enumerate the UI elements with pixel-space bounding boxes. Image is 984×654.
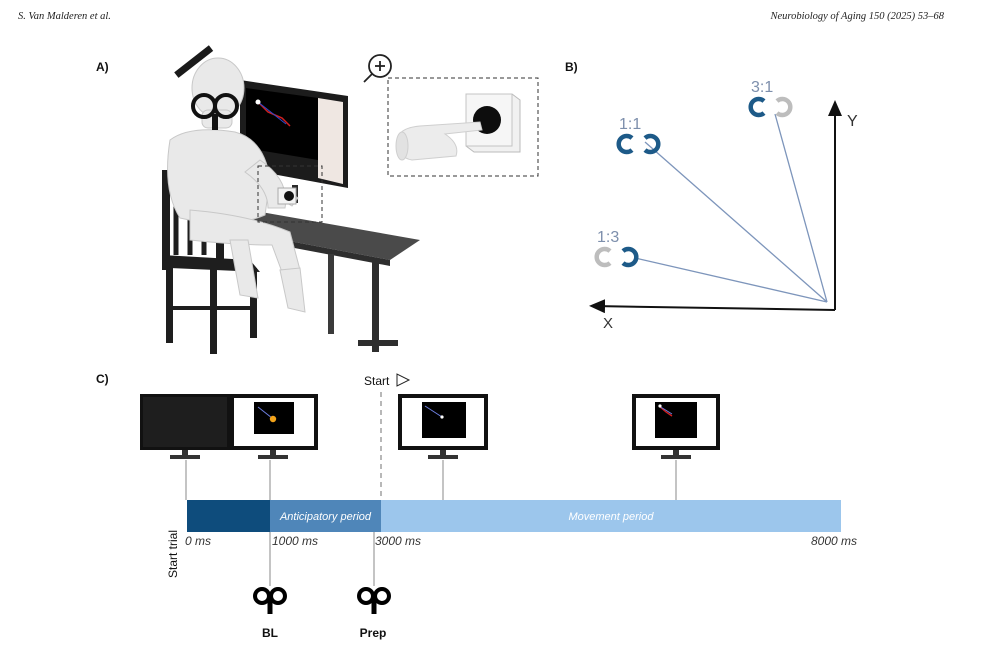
monitor bbox=[240, 80, 348, 203]
button-box bbox=[277, 187, 297, 205]
play-icon bbox=[396, 373, 411, 387]
monitor-movement-late bbox=[632, 394, 720, 459]
coil-icon-prep bbox=[357, 587, 391, 614]
monitor-movement-early bbox=[398, 394, 488, 459]
panel-label-c: C) bbox=[96, 372, 109, 386]
target-line-1-1 bbox=[644, 141, 828, 303]
y-axis-label: Y bbox=[847, 113, 858, 130]
ratio-icon-1-1 bbox=[616, 133, 661, 155]
marker-label-prep: Prep bbox=[360, 626, 387, 640]
tick-label-0: 0 ms bbox=[185, 534, 211, 548]
tms-coil bbox=[174, 45, 239, 130]
ratio-diagram: Y X 3:1 1:1 1:3 bbox=[589, 79, 858, 332]
x-axis-label: X bbox=[603, 315, 613, 332]
monitor-blank bbox=[140, 394, 230, 459]
target-line-3-1 bbox=[774, 113, 828, 303]
ratio-icon-1-3 bbox=[594, 246, 639, 268]
setup-illustration bbox=[162, 45, 539, 354]
segment-label-anticipatory: Anticipatory period bbox=[279, 511, 372, 523]
zoom-region bbox=[257, 165, 323, 223]
coil-icon-bl bbox=[253, 587, 287, 614]
start-label: Start bbox=[364, 374, 390, 388]
start-trial-label: Start trial bbox=[166, 530, 180, 578]
magnifier-icon bbox=[363, 54, 392, 83]
panel-label-a: A) bbox=[96, 60, 109, 74]
tick-label-8000: 8000 ms bbox=[811, 534, 857, 548]
ratio-label-1-1: 1:1 bbox=[619, 116, 641, 133]
running-header-author: S. Van Malderen et al. bbox=[18, 11, 111, 22]
ratio-label-3-1: 3:1 bbox=[751, 79, 773, 96]
tick-label-3000: 3000 ms bbox=[375, 534, 421, 548]
tick-label-1000: 1000 ms bbox=[272, 534, 318, 548]
marker-label-bl: BL bbox=[262, 626, 278, 640]
segment-anticipatory bbox=[270, 500, 381, 532]
segment-pre-trial bbox=[187, 500, 270, 532]
running-header-journal: Neurobiology of Aging 150 (2025) 53–68 bbox=[770, 11, 944, 22]
trial-timeline: Start Anticipatory period Movement perio… bbox=[140, 373, 857, 640]
participant-figure bbox=[167, 57, 306, 313]
ratio-icon-3-1 bbox=[748, 96, 793, 118]
target-line-1-3 bbox=[634, 257, 828, 303]
panel-label-b: B) bbox=[565, 60, 578, 74]
segment-label-movement: Movement period bbox=[569, 511, 655, 523]
segment-movement bbox=[381, 500, 841, 532]
ratio-label-1-3: 1:3 bbox=[597, 229, 619, 246]
zoom-inset bbox=[387, 77, 539, 177]
x-axis bbox=[589, 299, 836, 314]
monitor-baseline bbox=[230, 394, 318, 459]
